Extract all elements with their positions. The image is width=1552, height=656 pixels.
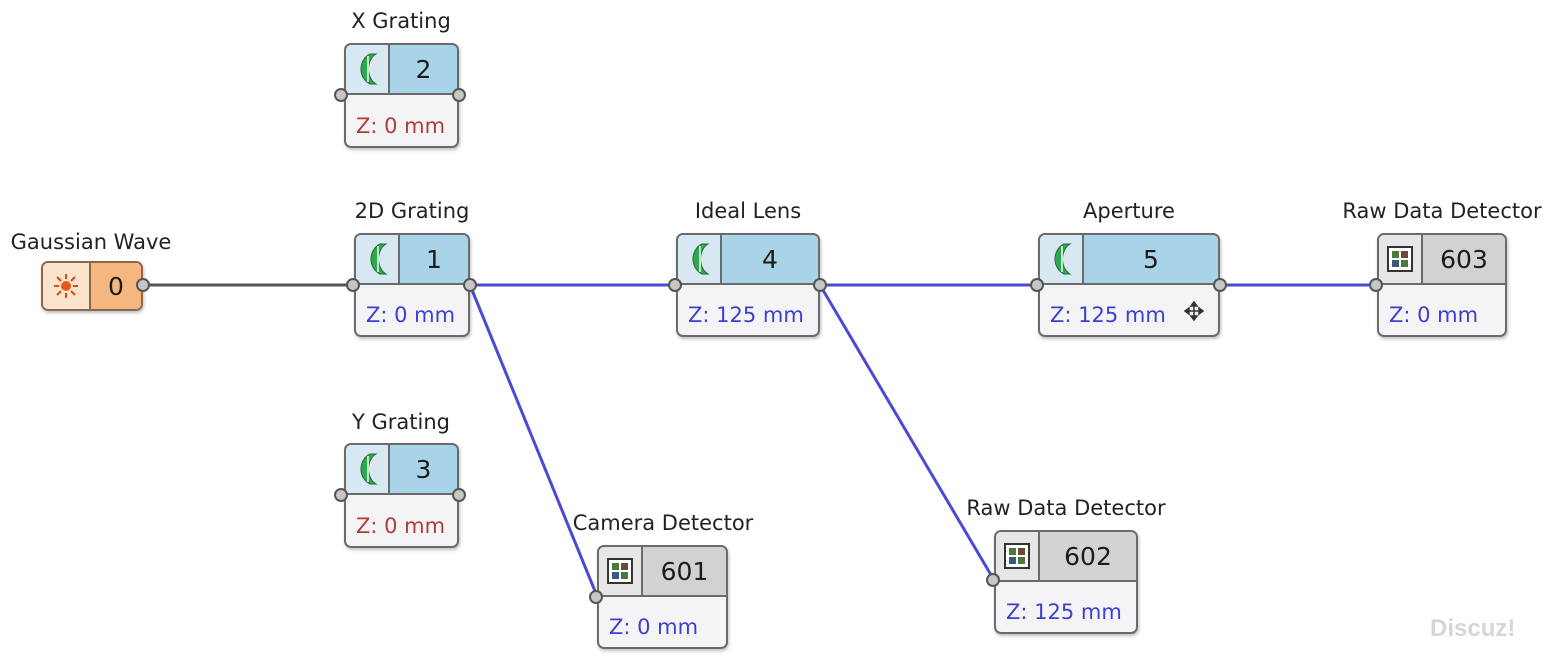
raw-detector-603-title: Raw Data Detector: [1342, 199, 1542, 223]
watermark: Discuz!: [1430, 615, 1516, 642]
gaussian-wave-title: Gaussian Wave: [10, 230, 172, 254]
ideal-lens-index: 4: [722, 235, 818, 283]
camera-detector-title: Camera Detector: [572, 511, 754, 535]
y-grating-input-port[interactable]: [334, 488, 348, 502]
y-grating-output-port[interactable]: [452, 488, 466, 502]
move-cursor-icon: [1183, 300, 1205, 325]
detector-icon: [1379, 235, 1423, 283]
aperture-icon: [1040, 235, 1084, 283]
raw-detector-603-index: 603: [1423, 235, 1505, 283]
y-grating-index: 3: [390, 445, 457, 493]
ideal-lens-title: Ideal Lens: [694, 199, 802, 223]
camera-detector-index: 601: [643, 547, 726, 595]
wire-2d-grating-to-camera-detector[interactable]: [468, 284, 599, 597]
y-grating-z-position: Z: 0 mm: [356, 514, 446, 538]
x-grating-title: X Grating: [351, 9, 451, 33]
grating-icon: [346, 445, 390, 493]
ideal-lens-z-position: Z: 125 mm: [688, 303, 804, 327]
y-grating-node[interactable]: 3 Z: 0 mm: [344, 443, 459, 548]
x-grating-output-port[interactable]: [452, 88, 466, 102]
camera-detector-z-position: Z: 0 mm: [609, 615, 699, 639]
detector-icon: [599, 547, 643, 595]
raw-detector-603-input-port[interactable]: [1369, 278, 1383, 292]
aperture-z-position: Z: 125 mm: [1050, 303, 1166, 327]
wire-ideal-lens-to-raw-detector-602[interactable]: [818, 284, 996, 581]
x-grating-input-port[interactable]: [334, 88, 348, 102]
ideal-lens-input-port[interactable]: [668, 278, 682, 292]
x-grating-node[interactable]: 2 Z: 0 mm: [344, 43, 459, 148]
2d-grating-output-port[interactable]: [463, 278, 477, 292]
aperture-node[interactable]: 5 Z: 125 mm: [1038, 233, 1220, 337]
raw-detector-602-input-port[interactable]: [986, 573, 1000, 587]
2d-grating-input-port[interactable]: [346, 278, 360, 292]
aperture-index: 5: [1084, 235, 1218, 283]
aperture-input-port[interactable]: [1030, 278, 1044, 292]
camera-detector-input-port[interactable]: [589, 590, 603, 604]
raw-detector-603-z-position: Z: 0 mm: [1389, 303, 1479, 327]
camera-detector-node[interactable]: 601 Z: 0 mm: [597, 545, 728, 649]
x-grating-index: 2: [390, 45, 457, 93]
raw-detector-602-node[interactable]: 602 Z: 125 mm: [994, 530, 1138, 634]
detector-icon: [996, 532, 1040, 580]
raw-detector-602-title: Raw Data Detector: [966, 496, 1166, 520]
ideal-lens-node[interactable]: 4 Z: 125 mm: [676, 233, 820, 337]
y-grating-title: Y Grating: [352, 410, 450, 434]
gaussian-wave-output-port[interactable]: [136, 278, 150, 292]
grating-icon: [346, 45, 390, 93]
raw-detector-603-node[interactable]: 603 Z: 0 mm: [1377, 233, 1507, 337]
aperture-title: Aperture: [1083, 199, 1175, 223]
sun-source-icon: [43, 263, 91, 309]
2d-grating-index: 1: [400, 235, 468, 283]
x-grating-z-position: Z: 0 mm: [356, 114, 446, 138]
ideal-lens-output-port[interactable]: [813, 278, 827, 292]
2d-grating-z-position: Z: 0 mm: [366, 303, 456, 327]
gaussian-wave-node[interactable]: 0: [41, 261, 143, 311]
grating-icon: [356, 235, 400, 283]
lens-icon: [678, 235, 722, 283]
raw-detector-602-z-position: Z: 125 mm: [1006, 600, 1122, 624]
aperture-output-port[interactable]: [1213, 278, 1227, 292]
gaussian-wave-index: 0: [91, 263, 141, 309]
2d-grating-title: 2D Grating: [354, 199, 470, 223]
raw-detector-602-index: 602: [1040, 532, 1136, 580]
2d-grating-node[interactable]: 1 Z: 0 mm: [354, 233, 470, 337]
